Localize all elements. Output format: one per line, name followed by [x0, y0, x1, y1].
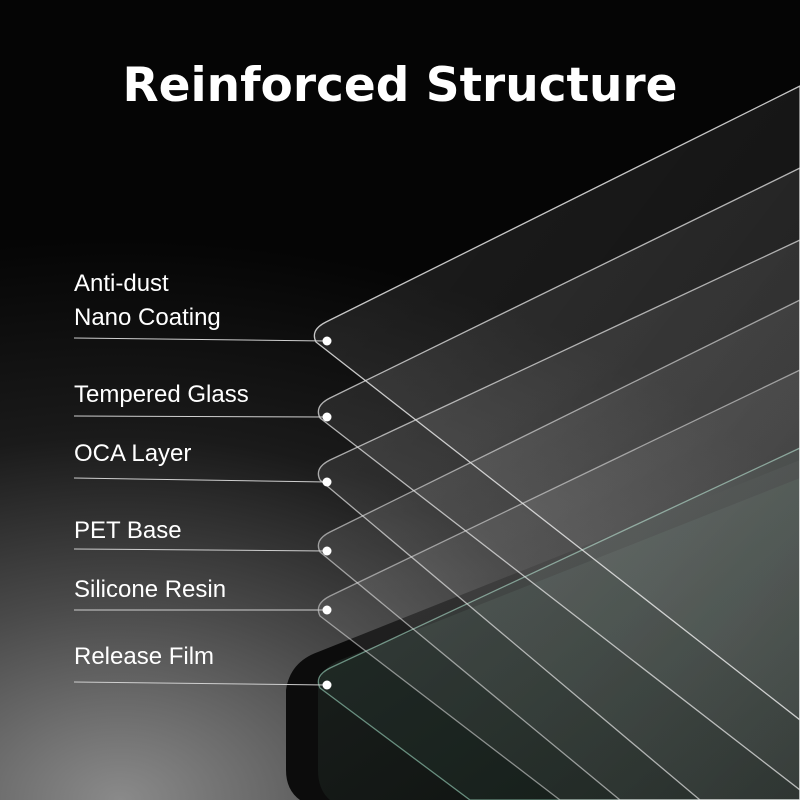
- leader-line-release-film: [73, 681, 327, 686]
- label-line: Tempered Glass: [74, 381, 249, 408]
- leader-line-anti-dust: [73, 337, 327, 342]
- callout-leaders: [73, 337, 327, 686]
- callout-dots: [322, 336, 332, 690]
- callout-dot-oca-layer: [322, 477, 332, 487]
- label-line: Anti-dust: [74, 270, 169, 297]
- page-title: Reinforced Structure: [122, 58, 678, 113]
- callout-dot-pet-base: [322, 546, 332, 556]
- callout-dot-anti-dust: [322, 336, 332, 346]
- leader-line-tempered-glass: [73, 415, 327, 418]
- label-line: Release Film: [74, 643, 215, 670]
- label-line: Silicone Resin: [74, 576, 227, 603]
- leader-line-oca-layer: [73, 477, 327, 483]
- label-pet-base: PET Base: [74, 514, 182, 548]
- glass-layers: [313, 85, 800, 800]
- label-tempered-glass: Tempered Glass: [74, 378, 249, 412]
- leader-line-pet-base: [73, 548, 327, 552]
- label-line: OCA Layer: [74, 440, 192, 467]
- callout-dot-silicone-resin: [322, 605, 332, 615]
- label-oca-layer: OCA Layer: [74, 437, 191, 471]
- layer-sheet-anti-dust-coating: [313, 85, 800, 721]
- label-line: Nano Coating: [74, 304, 221, 331]
- label-release-film: Release Film: [74, 640, 214, 674]
- callout-dot-tempered-glass: [322, 412, 332, 422]
- label-line: PET Base: [74, 517, 182, 544]
- label-anti-dust-nano-coating: Anti-dust Nano Coating: [74, 267, 221, 335]
- label-silicone-resin: Silicone Resin: [74, 573, 226, 607]
- callout-dot-release-film: [322, 680, 332, 690]
